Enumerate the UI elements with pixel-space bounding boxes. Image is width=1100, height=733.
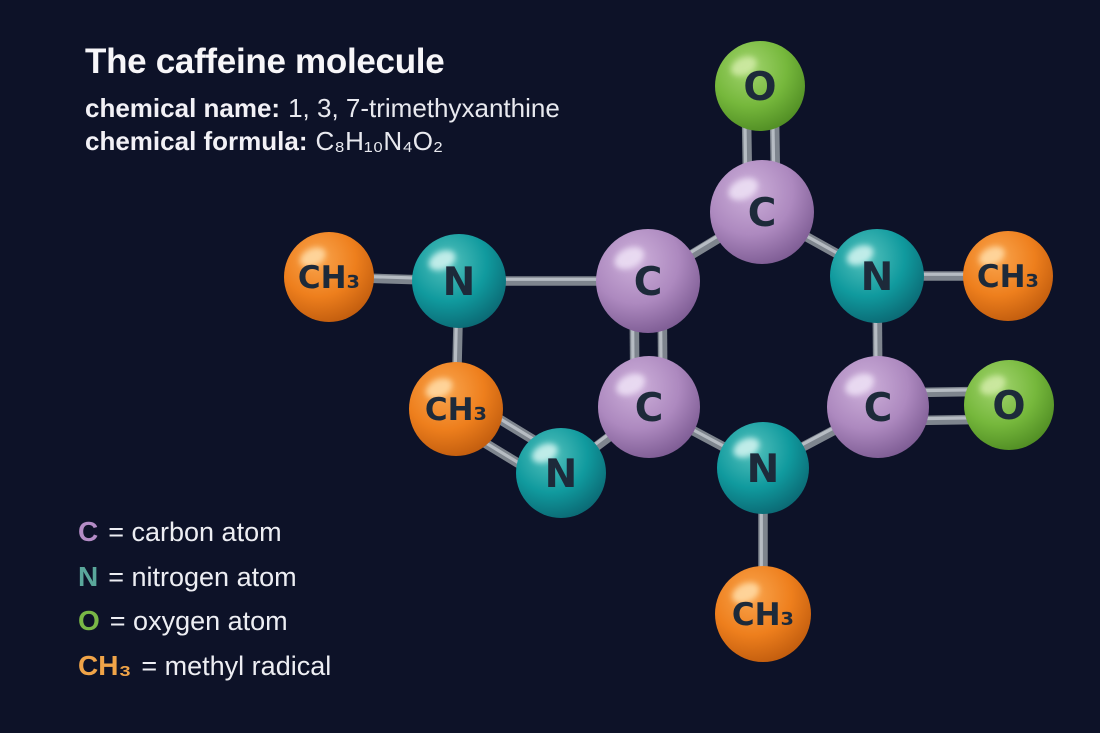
- atom-label-c4: C: [864, 386, 893, 431]
- atom-label-n3: N: [747, 447, 780, 492]
- atom-oxygen-o1: O: [715, 41, 805, 131]
- legend-text-oxygen: = oxygen atom: [109, 606, 288, 636]
- legend-item-methyl: CH₃ = methyl radical: [78, 650, 331, 695]
- atom-label-o2: O: [992, 384, 1025, 429]
- atom-nitrogen-n2: N: [516, 428, 606, 518]
- chemical-name-label: chemical name:: [85, 93, 281, 123]
- chemical-formula-value: C₈H₁₀N₄O₂: [315, 126, 444, 156]
- bonds: [328, 85, 1010, 614]
- atom-label-n2: N: [545, 452, 578, 497]
- chemical-formula-line: chemical formula:C₈H₁₀N₄O₂: [85, 125, 560, 158]
- chemical-name-value: 1, 3, 7-trimethyxanthine: [288, 93, 560, 123]
- atom-oxygen-o2: O: [964, 360, 1054, 450]
- legend-text-methyl: = methyl radical: [141, 650, 332, 681]
- legend-symbol-nitrogen: N: [78, 560, 99, 592]
- legend-symbol-methyl: CH₃: [78, 649, 132, 681]
- legend-text-nitrogen: = nitrogen atom: [108, 561, 297, 592]
- chemical-formula-label: chemical formula:: [85, 126, 308, 156]
- legend-text-carbon: = carbon atom: [108, 517, 282, 547]
- atom-carbon-c4: C: [827, 356, 929, 458]
- atom-label-m1: CH₃: [298, 260, 360, 296]
- header-subtitles: chemical name:1, 3, 7-trimethyxanthine c…: [85, 92, 560, 158]
- atom-label-o1: O: [743, 65, 776, 110]
- atom-methyl-m2: CH₃: [409, 362, 503, 456]
- chemical-name-line: chemical name:1, 3, 7-trimethyxanthine: [85, 92, 560, 125]
- atom-label-m3: CH₃: [732, 597, 794, 633]
- legend-item-oxygen: O = oxygen atom: [78, 605, 331, 650]
- atoms: O C C N CH₃ CH₃ N C N CH₃ C O N CH₃: [284, 41, 1054, 662]
- atom-label-c1: C: [748, 191, 777, 236]
- legend: C = carbon atom N = nitrogen atom O = ox…: [78, 516, 331, 694]
- atom-carbon-c1: C: [710, 160, 814, 264]
- atom-methyl-m1: CH₃: [284, 232, 374, 322]
- atom-label-c2: C: [634, 260, 663, 305]
- atom-carbon-c3: C: [598, 356, 700, 458]
- legend-symbol-oxygen: O: [78, 605, 100, 636]
- atom-nitrogen-n1: N: [412, 234, 506, 328]
- page-title: The caffeine molecule: [85, 42, 445, 81]
- atom-label-m4: CH₃: [977, 259, 1039, 295]
- atom-label-n4: N: [861, 255, 894, 300]
- atom-label-n1: N: [443, 260, 476, 305]
- atom-label-m2: CH₃: [425, 392, 487, 428]
- legend-item-nitrogen: N = nitrogen atom: [78, 561, 331, 606]
- legend-item-carbon: C = carbon atom: [78, 516, 331, 561]
- atom-label-c3: C: [635, 386, 664, 431]
- header: The caffeine molecule chemical name:1, 3…: [85, 40, 560, 158]
- atom-methyl-m3: CH₃: [715, 566, 811, 662]
- legend-symbol-carbon: C: [78, 516, 99, 547]
- atom-methyl-m4: CH₃: [963, 231, 1053, 321]
- atom-nitrogen-n3: N: [717, 422, 809, 514]
- atom-nitrogen-n4: N: [830, 229, 924, 323]
- atom-carbon-c2: C: [596, 229, 700, 333]
